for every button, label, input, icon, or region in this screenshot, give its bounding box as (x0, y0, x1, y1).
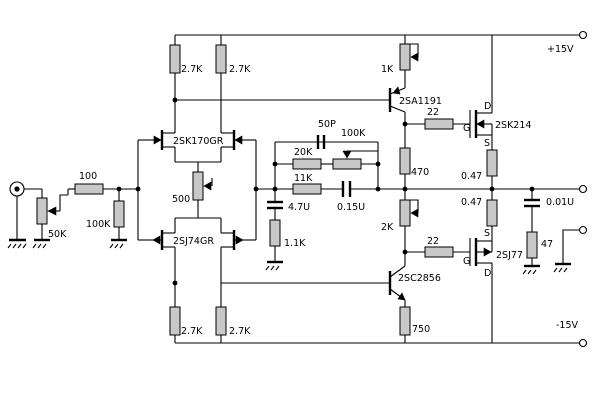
output-stage (469, 35, 588, 343)
zobel-resistor-47 (526, 231, 538, 259)
output-terminal (578, 184, 588, 194)
feedback-resistor-20k (292, 158, 322, 170)
vminus-label: -15V (556, 320, 579, 331)
vplus-label: +15V (547, 44, 574, 55)
c-zobel-label: 0.01U (546, 197, 574, 208)
pot-bias-2k-label: 2K (381, 222, 394, 233)
jfet-drain-resistor-top-right (215, 44, 227, 74)
pin-d-top: D (484, 101, 491, 112)
gate-resistor-top-22 (424, 118, 454, 130)
r-in-shunt-label: 100K (86, 219, 111, 230)
output-ground-terminal (578, 225, 588, 235)
driver-stage (175, 35, 470, 343)
r-fb-11k-label: 11K (294, 173, 313, 184)
r-src-bottom-label: 0.47 (461, 197, 482, 208)
r-src-top-label: 0.47 (461, 171, 482, 182)
pot-balance-label: 500 (172, 194, 190, 205)
vplus-terminal (578, 30, 588, 40)
driver-resistor-750 (399, 306, 411, 336)
gate-resistor-bottom-22 (424, 246, 454, 258)
mos-top-label: 2SK214 (495, 120, 531, 131)
r-gate-bottom-label: 22 (427, 236, 439, 247)
bias-pot-1k (399, 43, 411, 71)
jfet-drain-resistor-bottom-right (215, 306, 227, 336)
r-top-left-label: 2.7K (181, 64, 203, 75)
source-resistor-bottom-047 (486, 199, 498, 227)
pin-g-top: G (463, 123, 470, 134)
q-top-label: 2SA1191 (399, 96, 442, 107)
q-bottom-label: 2SC2856 (398, 273, 441, 284)
pin-d-bottom: D (484, 268, 491, 279)
r-gate-top-label: 22 (427, 107, 439, 118)
jfet-drain-resistor-bottom-left (169, 306, 181, 336)
c-gnd-47u-label: 4.7U (288, 202, 310, 213)
pin-s-bottom: S (484, 228, 490, 239)
pin-s-top: S (484, 138, 490, 149)
feedback-ground-resistor-1k1 (269, 219, 281, 247)
r-in-series-label: 100 (79, 171, 97, 182)
mos-bottom-label: 2SJ77 (496, 250, 523, 261)
r-gnd-11k-label: 1.1K (284, 238, 306, 249)
jfet-top-label: 2SK170GR (173, 136, 224, 147)
c-fb-50p-label: 50P (318, 119, 336, 130)
input-shunt-100k (113, 200, 125, 228)
r-fb-20k-label: 20K (294, 147, 313, 158)
feedback-pot-100k (332, 158, 362, 170)
bias-pot-2k (399, 199, 411, 227)
r-bot-right-label: 2.7K (229, 326, 251, 337)
feedback-network (256, 135, 588, 271)
driver-resistor-470 (399, 147, 411, 175)
r-470-label: 470 (411, 167, 429, 178)
pot-input-label: 50K (48, 229, 67, 240)
input-section (7, 181, 138, 249)
jfet-stage (135, 35, 259, 343)
input-pot-50k (36, 197, 48, 225)
supply-rails (175, 30, 588, 348)
r-750-label: 750 (412, 324, 430, 335)
balance-pot-500 (192, 171, 204, 201)
r-zobel-label: 47 (541, 239, 553, 250)
pot-bias-top-label: 1K (381, 64, 394, 75)
r-bot-left-label: 2.7K (181, 326, 203, 337)
vminus-terminal (578, 338, 588, 348)
jfet-bottom-label: 2SJ74GR (173, 236, 214, 247)
jfet-drain-resistor-top-left (169, 44, 181, 74)
r-top-right-label: 2.7K (229, 64, 251, 75)
feedback-resistor-11k (292, 183, 322, 195)
pin-g-bottom: G (463, 256, 470, 267)
input-resistor-100 (74, 183, 104, 195)
pot-fb-100k-label: 100K (341, 128, 366, 139)
c-fb-015u-label: 0.15U (337, 202, 365, 213)
source-resistor-top-047 (486, 149, 498, 177)
